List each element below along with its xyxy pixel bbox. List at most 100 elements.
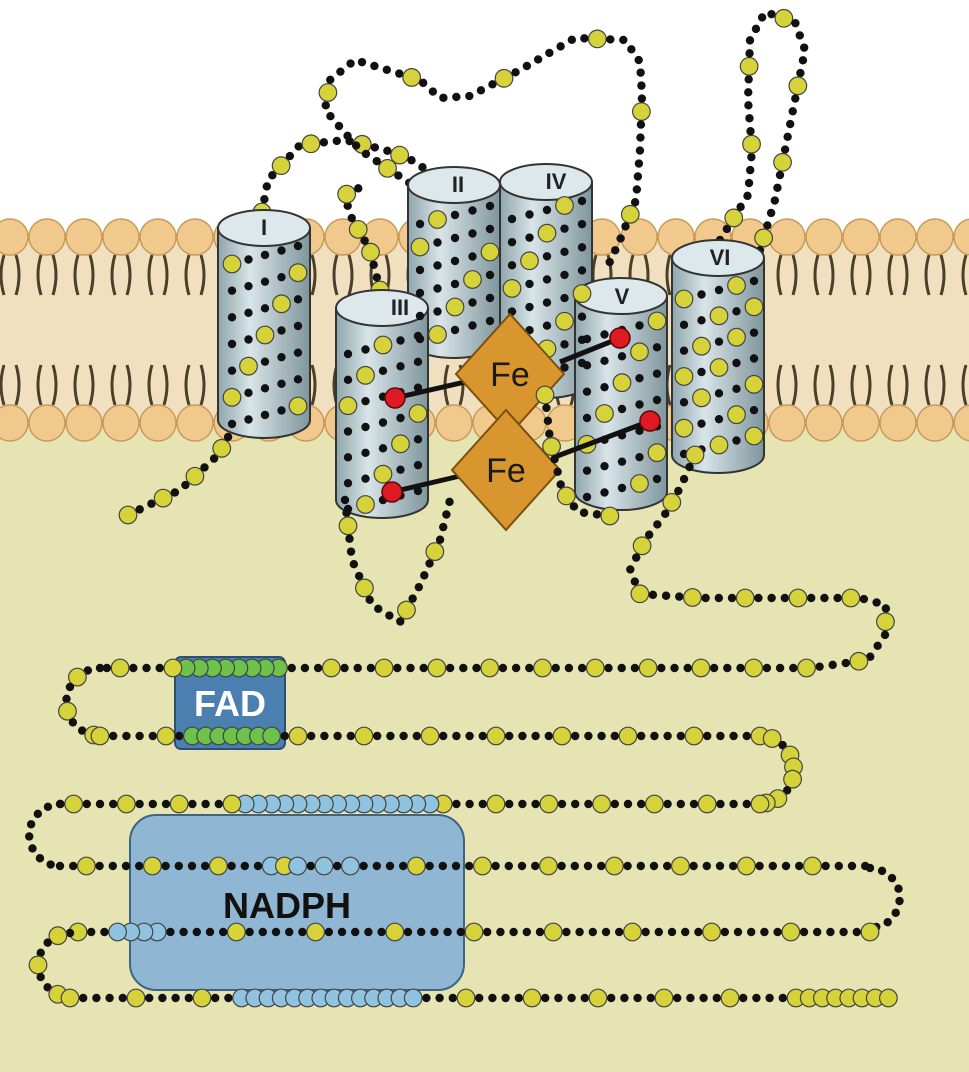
residue-circle [318,83,338,102]
residue-dot [543,416,553,426]
residue-circle [163,658,183,678]
residue-dot [372,273,382,282]
residue-circle [185,466,205,486]
residue-dot [227,313,237,322]
residue-dot [408,594,417,603]
residue-dot [757,13,767,22]
residue-circle [727,405,746,425]
residue-dot [652,343,662,352]
residue-dot [531,861,540,871]
residue-dot [414,582,424,592]
residue-circle [212,438,232,458]
heme-1-histidine-b [609,327,631,349]
residue-circle [537,223,557,243]
residue-dot [834,861,843,871]
residue-circle [397,600,416,620]
residue-dot [326,75,335,84]
residue-dot [244,308,253,318]
residue-circle [156,726,176,746]
residue-dot [518,799,527,809]
residue-dot [346,547,356,556]
residue-dot [679,346,689,355]
residue-dot [396,465,405,474]
residue-dot [505,799,514,809]
residue-dot [161,861,170,871]
residue-dot [209,454,219,463]
residue-dot [780,145,790,154]
lipid-head [953,218,969,256]
residue-dot [396,362,405,371]
polypeptide-chain-extracellular [118,8,809,525]
residue-dot [450,256,460,266]
residue-dot [351,927,360,937]
residue-dot [300,663,310,673]
residue-dot [245,927,254,937]
residue-dot [545,48,554,58]
helix-6-label: VI [710,245,731,270]
residue-dot [796,68,805,78]
residue-dot [450,325,460,335]
residue-dot [25,832,34,841]
lipid-head [102,404,140,442]
residue-dot [501,993,510,1003]
residue-dot [859,594,869,604]
residue-dot [795,31,804,40]
residue-circle [445,297,465,317]
residue-circle [600,506,620,526]
nadph-label: NADPH [223,885,351,926]
residue-dot [417,927,426,937]
residue-dot [610,799,619,809]
helix-residues [222,196,764,514]
residue-circle [222,387,242,407]
residue-dot [833,593,842,603]
residue-dot [767,9,776,19]
residue-dot [413,357,423,367]
residue-dot [260,410,270,420]
lipid-tail [776,254,798,296]
residue-dot [601,927,611,937]
residue-dot [422,993,431,1003]
residue-dot [340,663,349,673]
residue-dot [582,361,592,370]
residue-dot [488,993,497,1003]
residue-dot [617,404,627,414]
residue-dot [394,171,403,180]
residue-dot [399,861,408,871]
residue-dot [749,354,759,363]
residue-dot [396,413,405,423]
residue-circle [720,988,740,1008]
residue-dot [634,159,644,168]
residue-dot [184,993,193,1003]
residue-circle [355,578,374,598]
residue-dot [556,42,565,51]
residue-circle [674,289,694,309]
lipid-head [916,404,954,442]
residue-circle [403,988,423,1008]
residue-circle [118,505,138,525]
residue-dot [445,663,455,673]
residue-dot [637,94,647,103]
residue-dot [475,993,484,1003]
residue-dot [641,927,650,937]
residue-dot [135,799,144,809]
residue-dot [507,261,517,270]
residue-dot [630,577,640,586]
residue-dot [720,927,729,937]
residue-dot [577,266,587,275]
residue-dot [181,480,190,490]
residue-circle [692,336,711,356]
residue-dot [600,356,609,366]
residue-dot [69,861,78,871]
residue-dot [271,927,281,937]
residue-dot [425,559,434,568]
residue-dot [342,508,351,518]
residue-dot [799,927,809,937]
residue-circle [402,68,422,87]
residue-dot [592,510,602,519]
residue-dot [839,927,848,937]
residue-dot [383,146,392,156]
lipid-head [805,404,843,442]
residue-circle [744,658,764,678]
residue-dot [135,861,144,871]
residue-dot [807,593,816,603]
